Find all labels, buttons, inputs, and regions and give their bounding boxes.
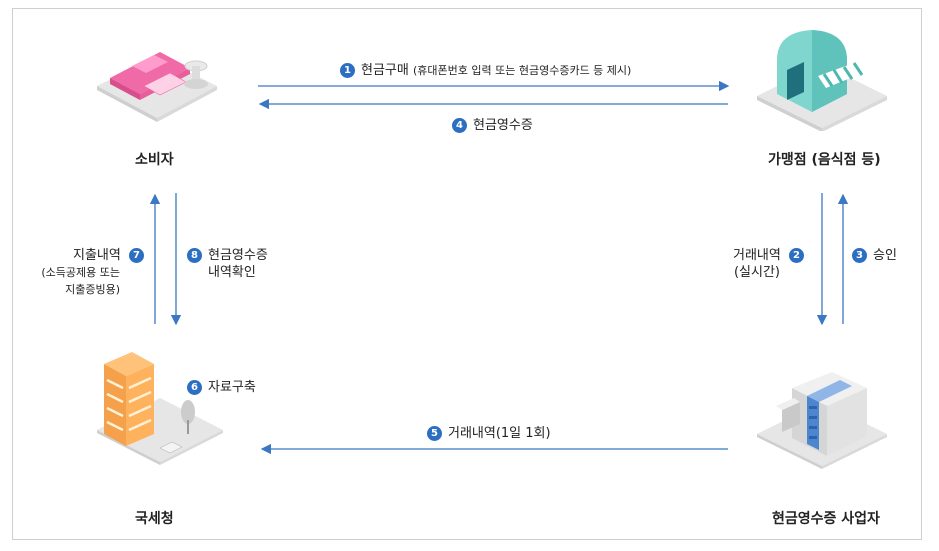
step-6-badge: 6: [187, 380, 202, 395]
consumer-illustration: [92, 38, 222, 123]
step-8-badge: 8: [187, 248, 202, 263]
step-3-badge: 3: [852, 248, 867, 263]
step-7-sub1: (소득공제용 또는: [41, 266, 120, 279]
node-tax-office: 국세청: [135, 508, 174, 528]
store-illustration: [752, 26, 892, 131]
step-1-sub: (휴대폰번호 입력 또는 현금영수증카드 등 제시): [413, 64, 631, 77]
node-consumer: 소비자: [135, 149, 174, 169]
node-store: 가맹점 (음식점 등): [768, 149, 881, 169]
step-8-sub: 내역확인: [208, 265, 256, 280]
step-2-badge: 2: [789, 248, 804, 263]
tax-office-illustration: [92, 350, 227, 465]
step-2-sub: (실시간): [734, 265, 780, 280]
operator-illustration: [752, 372, 892, 470]
step-5-badge: 5: [427, 426, 442, 441]
step-7-sub2: 지출증빙용): [65, 283, 120, 296]
step-7-badge: 7: [129, 248, 144, 263]
step-1-badge: 1: [340, 63, 355, 78]
step-7-label: 지출내역 7 (소득공제용 또는 지출증빙용): [28, 247, 144, 298]
step-4-badge: 4: [452, 118, 467, 133]
step-2-label: 거래내역 2 (실시간): [733, 247, 804, 281]
node-operator: 현금영수증 사업자: [772, 508, 880, 528]
